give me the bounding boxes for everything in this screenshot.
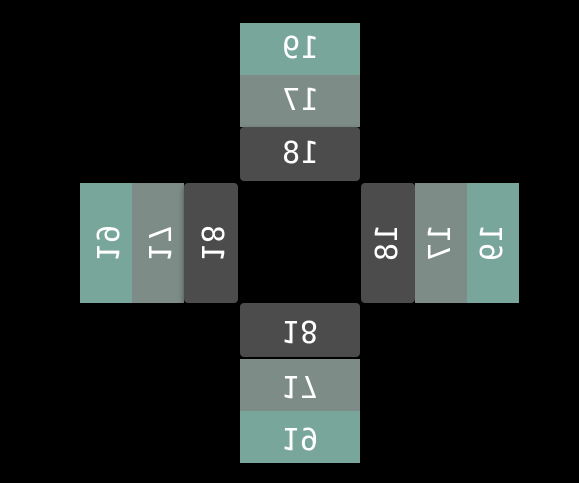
bottom-middle-tile[interactable]: 17 — [240, 359, 360, 411]
bottom-middle-number: 17 — [280, 368, 320, 403]
right-outer-number: 19 — [475, 223, 510, 263]
right-inner-number: 18 — [370, 223, 405, 263]
right-outer-tile[interactable]: 19 — [467, 183, 519, 303]
top-outer-number: 19 — [280, 31, 320, 66]
right-middle-number: 17 — [423, 223, 458, 263]
top-inner-tile[interactable]: 18 — [240, 127, 360, 181]
left-outer-tile[interactable]: 19 — [80, 183, 132, 303]
top-outer-tile[interactable]: 19 — [240, 23, 360, 75]
bottom-outer-number: 19 — [280, 420, 320, 455]
top-middle-number: 17 — [280, 83, 320, 118]
bottom-inner-tile[interactable]: 18 — [240, 303, 360, 357]
left-inner-tile[interactable]: 18 — [184, 183, 238, 303]
bottom-inner-number: 18 — [280, 313, 320, 348]
left-middle-tile[interactable]: 17 — [132, 183, 184, 303]
top-middle-tile[interactable]: 17 — [240, 75, 360, 127]
left-middle-number: 17 — [141, 223, 176, 263]
bottom-outer-tile[interactable]: 19 — [240, 411, 360, 463]
left-outer-number: 19 — [89, 223, 124, 263]
right-inner-tile[interactable]: 18 — [361, 183, 415, 303]
top-inner-number: 18 — [280, 136, 320, 171]
right-middle-tile[interactable]: 17 — [415, 183, 467, 303]
left-inner-number: 18 — [194, 223, 229, 263]
